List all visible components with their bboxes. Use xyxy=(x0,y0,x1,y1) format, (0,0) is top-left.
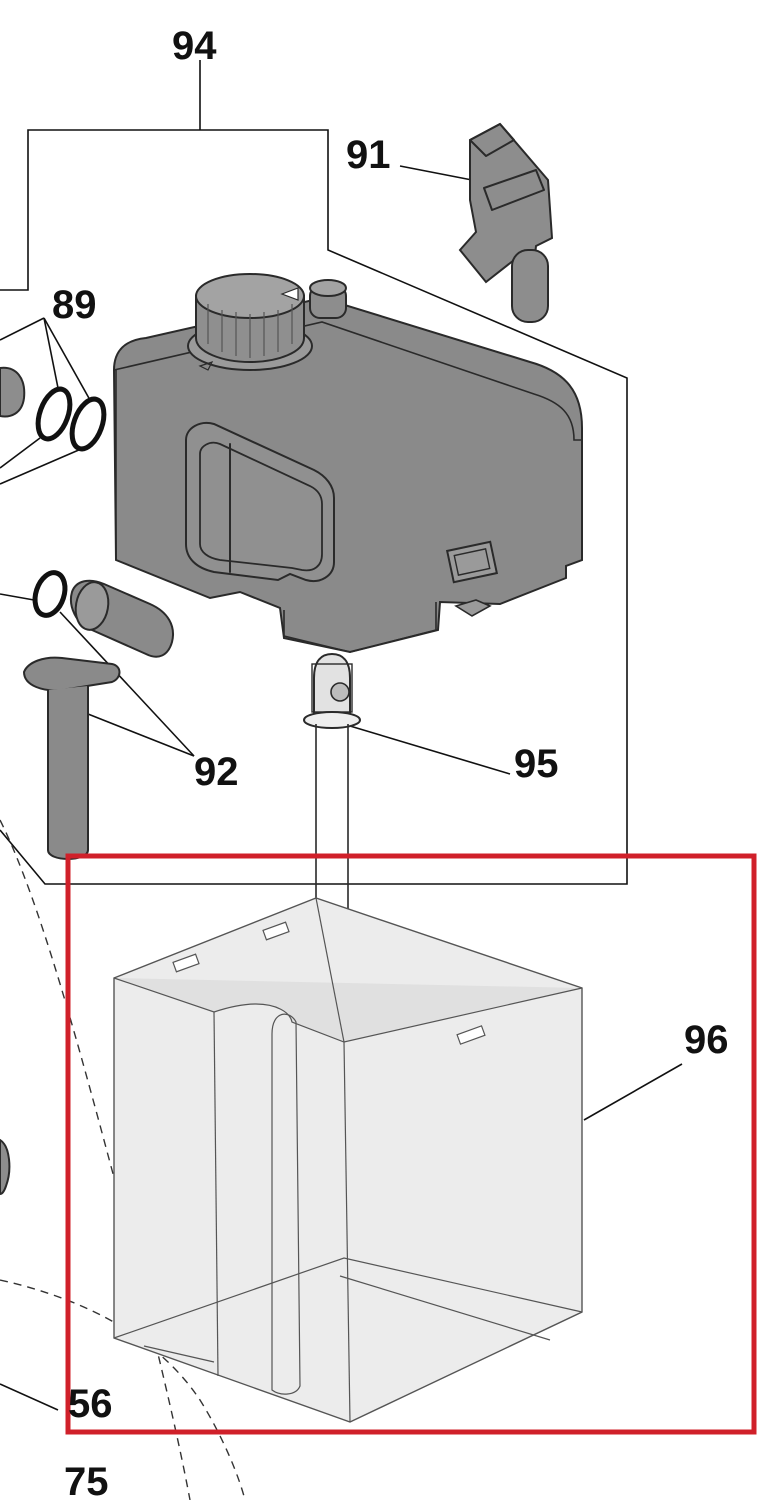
callout-94: 94 xyxy=(172,24,217,68)
callout-89: 89 xyxy=(52,283,97,327)
leader-lines-lower xyxy=(0,1383,59,1411)
callout-95: 95 xyxy=(514,742,559,786)
callout-91: 91 xyxy=(346,133,391,177)
part-92-elbow xyxy=(0,570,195,860)
part-96-reservoir xyxy=(113,897,683,1423)
callout-96: 96 xyxy=(684,1018,729,1062)
water-tank xyxy=(112,273,583,654)
callout-56: 56 xyxy=(68,1382,113,1426)
highlight-box xyxy=(65,853,757,1435)
callout-75: 75 xyxy=(64,1460,109,1504)
part-91-connector xyxy=(399,122,554,323)
assembly-94-bracket xyxy=(0,60,628,885)
part-89-orings xyxy=(0,317,107,1196)
callout-92: 92 xyxy=(194,750,239,794)
